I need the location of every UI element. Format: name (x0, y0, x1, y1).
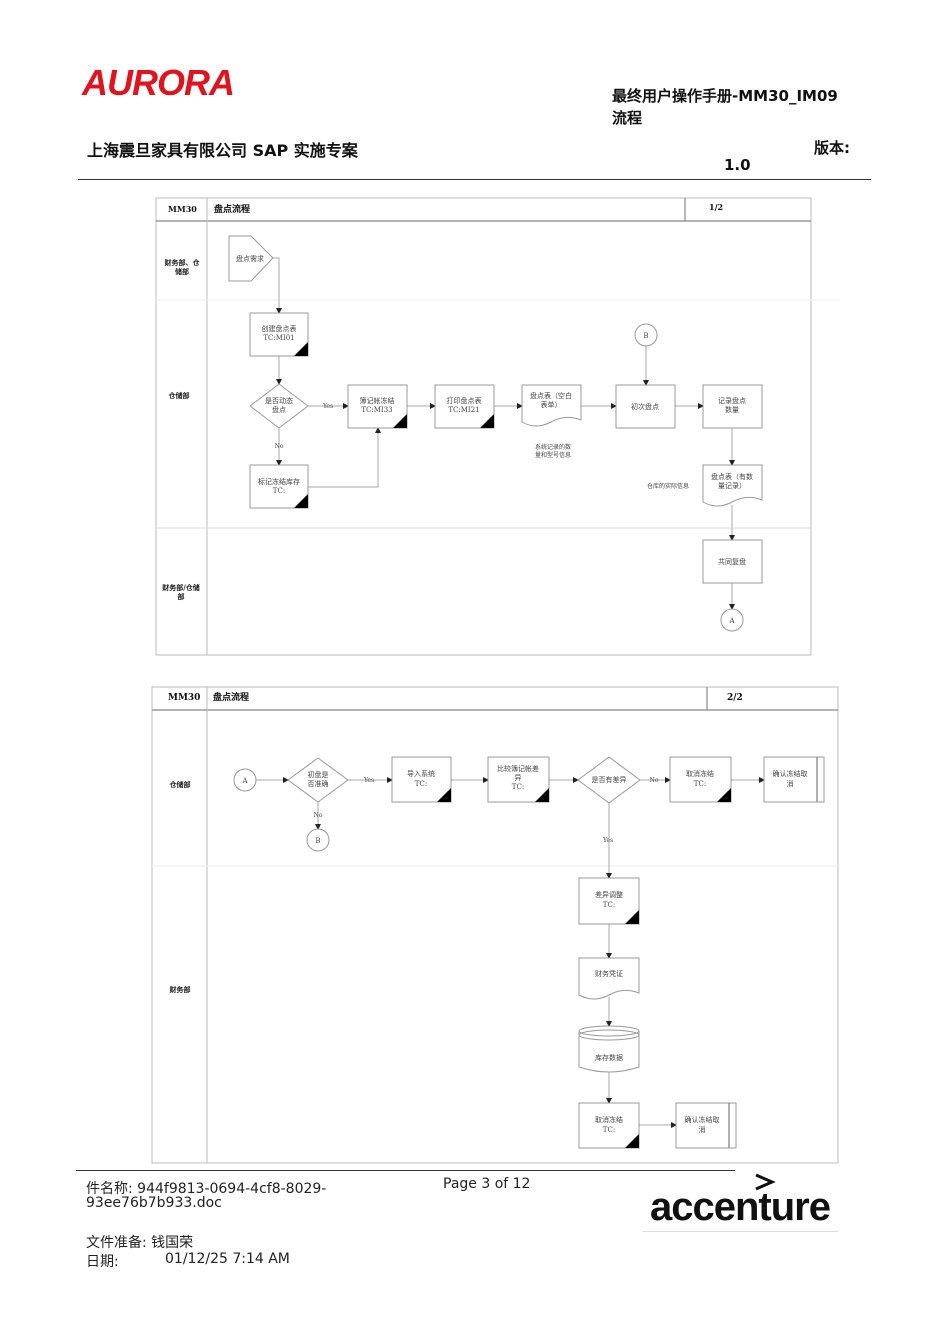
svg-text:是否有差异: 是否有差异 (592, 775, 627, 784)
process-record-quantity: 记录盘点数量 (702, 384, 763, 429)
end-confirm-freeze-cancel-2: 确认冻结取消 (675, 1102, 737, 1149)
lane-finance: 财务部 (169, 985, 191, 994)
svg-text:确认冻结取消: 确认冻结取消 (685, 1115, 720, 1134)
accenture-logo: accenture (650, 1185, 831, 1229)
footer-divider (76, 1170, 735, 1171)
diagram2-code: MM30 (168, 693, 200, 703)
database-inventory-data: 库存数据 (578, 1025, 640, 1073)
note-actual-info: 仓库的实际信息 (647, 482, 689, 490)
svg-text:初盘是否准确: 初盘是否准确 (308, 770, 329, 788)
svg-text:A: A (728, 617, 735, 625)
decision-has-difference: 是否有差异 (577, 756, 641, 804)
date-label: 日期: (86, 1254, 119, 1270)
svg-text:确认冻结取消: 确认冻结取消 (773, 769, 808, 788)
document-financial-voucher: 财务凭证 (578, 957, 640, 1000)
document-blank-count-sheet: 盘点表（空白表单） (521, 384, 582, 427)
accenture-caret-icon (755, 1173, 776, 1191)
end-confirm-freeze-cancel: 确认冻结取消 (763, 756, 825, 803)
decision-dynamic-count: 是否动态盘点 (249, 383, 309, 429)
svg-text:初次盘点: 初次盘点 (631, 402, 659, 411)
svg-text:财务凭证: 财务凭证 (595, 969, 623, 978)
no-label: No (314, 812, 323, 819)
yes-label-2: Yes (602, 837, 613, 844)
svg-text:共同复盘: 共同复盘 (718, 557, 746, 566)
connector-a-2: A (233, 768, 257, 792)
decision-initial-count-accurate: 初盘是否准确 (287, 757, 349, 803)
diagram1-title: 盘点流程 (214, 203, 250, 215)
no-label-2: No (650, 777, 659, 784)
aurora-logo: AURORA (82, 62, 235, 103)
process-joint-recount: 共同复盘 (702, 539, 763, 584)
lane-warehouse: 仓储部 (169, 780, 191, 789)
svg-text:记录盘点数量: 记录盘点数量 (718, 396, 746, 414)
version-value: 1.0 (724, 156, 751, 174)
diagram1-page: 1/2 (709, 202, 723, 212)
process-initial-count: 初次盘点 (615, 384, 676, 429)
start-inventory-request: 盘点需求 (228, 235, 274, 282)
header-divider (78, 179, 871, 180)
file-name-line1: 件名称: 944f9813-0694-4cf8-8029- (86, 1181, 327, 1197)
connector-b: B (634, 323, 658, 347)
version-label: 版本: (814, 139, 850, 157)
lane-finance-warehouse: 财务部、仓储部 (164, 258, 201, 276)
connector-a: A (720, 608, 744, 632)
logo-underline (643, 1231, 838, 1232)
svg-text:库存数据: 库存数据 (595, 1053, 623, 1062)
lane-warehouse: 仓储部 (168, 391, 190, 400)
diagram2-frame (151, 686, 839, 1164)
svg-text:盘点表（空白表单）: 盘点表（空白表单） (530, 391, 572, 409)
prepared-by: 文件准备: 钱国荣 (86, 1235, 194, 1251)
diagram2-title: 盘点流程 (213, 691, 249, 703)
company-title: 上海震旦家具有限公司 SAP 实施专案 (87, 141, 358, 160)
diagram1-code: MM30 (168, 204, 197, 214)
note-system-record: 系统记录的数量和型号信息 (535, 443, 571, 459)
connector-b-2: B (306, 828, 330, 852)
svg-text:B: B (643, 332, 648, 340)
yes-label: Yes (322, 403, 333, 410)
diagram2-connectors (256, 777, 765, 1128)
svg-text:盘点表（有数量记录）: 盘点表（有数量记录） (711, 472, 753, 490)
date-value: 01/12/25 7:14 AM (165, 1251, 290, 1267)
svg-text:B: B (315, 837, 320, 845)
page-number: Page 3 of 12 (443, 1176, 531, 1192)
svg-text:盘点需求: 盘点需求 (236, 254, 264, 263)
diagram2-page: 2/2 (727, 693, 743, 703)
lane-finance-warehouse-2: 财务部/仓储部 (161, 583, 200, 601)
diagram1-connectors (273, 257, 735, 610)
svg-text:A: A (241, 777, 248, 785)
no-label: No (275, 443, 284, 450)
doc-title-line2: 流程 (612, 109, 643, 127)
yes-label: Yes (363, 777, 374, 784)
file-name-line2: 93ee76b7b933.doc (86, 1195, 222, 1211)
svg-text:是否动态盘点: 是否动态盘点 (265, 396, 293, 414)
document-count-sheet-with-qty: 盘点表（有数量记录） (702, 464, 763, 507)
doc-title-line1: 最终用户操作手册-MM30_IM09 (612, 87, 838, 105)
diagram1-frame (155, 197, 840, 656)
